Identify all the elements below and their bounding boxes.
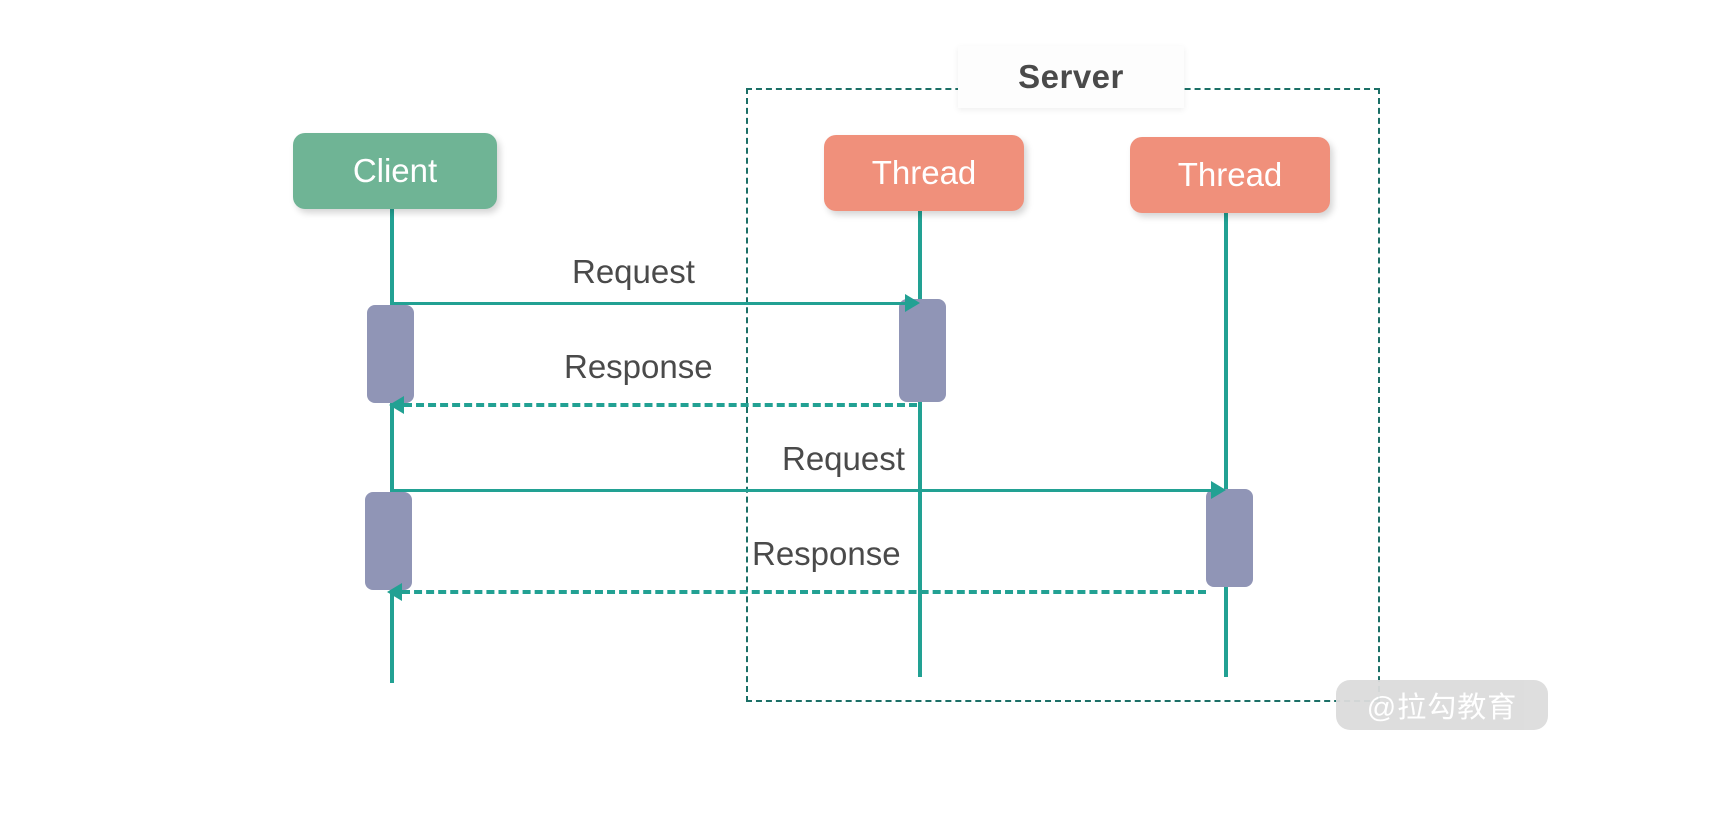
participant-client[interactable]: Client (293, 133, 497, 209)
message-request-1-arrowhead (905, 294, 920, 312)
watermark: @拉勾教育 (1336, 680, 1548, 730)
activation-client-1 (367, 305, 414, 403)
participant-thread-2-label: Thread (1177, 156, 1283, 193)
participant-thread-1[interactable]: Thread (824, 135, 1024, 211)
message-response-1-label: Response (564, 348, 713, 385)
message-response-2-arrowhead (387, 583, 402, 601)
message-response-2-label: Response (752, 535, 901, 572)
activation-thread-2 (1206, 489, 1253, 587)
participant-client-label: Client (352, 152, 438, 189)
lifeline-thread-1 (918, 211, 922, 677)
message-response-2-line (402, 590, 1206, 594)
message-request-2-arrowhead (1211, 481, 1226, 499)
participant-thread-2[interactable]: Thread (1130, 137, 1330, 213)
message-response-1-arrowhead (389, 396, 404, 414)
activation-client-2 (365, 492, 412, 590)
message-request-2-line (390, 489, 1222, 492)
lifeline-thread-2 (1224, 213, 1228, 677)
participant-thread-1-label: Thread (871, 154, 977, 191)
lifeline-client (390, 209, 394, 683)
message-request-2-label: Request (782, 440, 905, 477)
activation-thread-1 (899, 299, 946, 402)
message-request-1-line (392, 302, 917, 305)
message-response-1-line (404, 403, 917, 407)
message-request-1-label: Request (572, 253, 695, 290)
server-boundary-label: Server (958, 46, 1184, 108)
